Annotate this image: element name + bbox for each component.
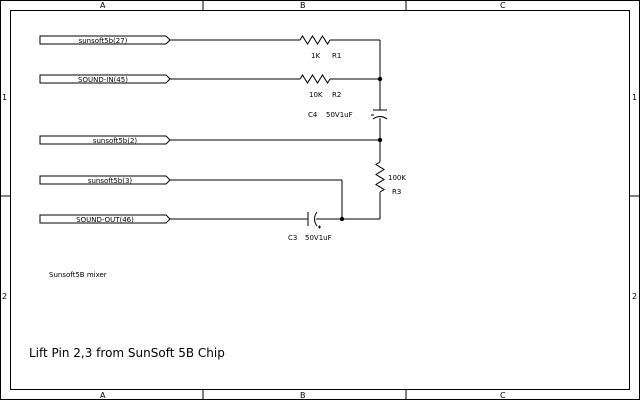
resistor-ref: R3 — [392, 188, 401, 196]
port-sound-in-45: SOUND-IN(45) — [39, 74, 171, 84]
row-label-left: 2 — [2, 292, 7, 301]
port-sunsoft5b-27: sunsoft5b(27) — [39, 35, 171, 45]
resistor-r3: 100K R3 — [375, 161, 406, 196]
port-label: sunsoft5b(27) — [79, 37, 128, 45]
junction-dot — [377, 137, 383, 143]
column-label-top: B — [300, 1, 306, 10]
resistor-r1: 1K R1 — [299, 35, 341, 60]
resistor-value: 1K — [311, 52, 320, 60]
instruction-note: Lift Pin 2,3 from SunSoft 5B Chip — [29, 346, 225, 360]
column-label-top: C — [500, 1, 506, 10]
row-label-left: 1 — [2, 93, 7, 102]
resistor-value: 10K — [309, 91, 323, 99]
capacitor-ref: C3 — [288, 234, 297, 242]
wires — [170, 39, 381, 220]
column-label-bottom: A — [100, 391, 106, 400]
capacitor-c4: C4 50V1uF — [308, 109, 388, 120]
mixer-label: Sunsoft5B mixer — [49, 271, 107, 279]
row-label-right: 2 — [632, 292, 637, 301]
resistor-ref: R1 — [332, 52, 341, 60]
capacitor-value: 50V1uF — [326, 111, 353, 119]
junction-dot — [339, 216, 345, 222]
sheet-inner-border — [10, 10, 630, 390]
port-sound-out-46: SOUND-OUT(46) — [39, 214, 171, 224]
resistor-r2: 10K R2 — [299, 74, 341, 99]
column-label-bottom: C — [500, 391, 506, 400]
column-label-top: A — [100, 1, 106, 10]
junction-dot — [377, 76, 383, 82]
resistor-value: 100K — [388, 174, 406, 182]
port-sunsoft5b-3: sunsoft5b(3) — [39, 175, 171, 185]
capacitor-c3: C3 50V1uF — [288, 211, 332, 242]
port-label: SOUND-IN(45) — [78, 76, 128, 84]
port-label: SOUND-OUT(46) — [76, 216, 134, 224]
port-label: sunsoft5b(3) — [88, 177, 133, 185]
column-label-bottom: B — [300, 391, 306, 400]
capacitor-value: 50V1uF — [305, 234, 332, 242]
capacitor-ref: C4 — [308, 111, 318, 119]
port-label: sunsoft5b(2) — [93, 137, 138, 145]
row-label-right: 1 — [632, 93, 637, 102]
resistor-ref: R2 — [332, 91, 341, 99]
port-sunsoft5b-2: sunsoft5b(2) — [39, 135, 171, 145]
